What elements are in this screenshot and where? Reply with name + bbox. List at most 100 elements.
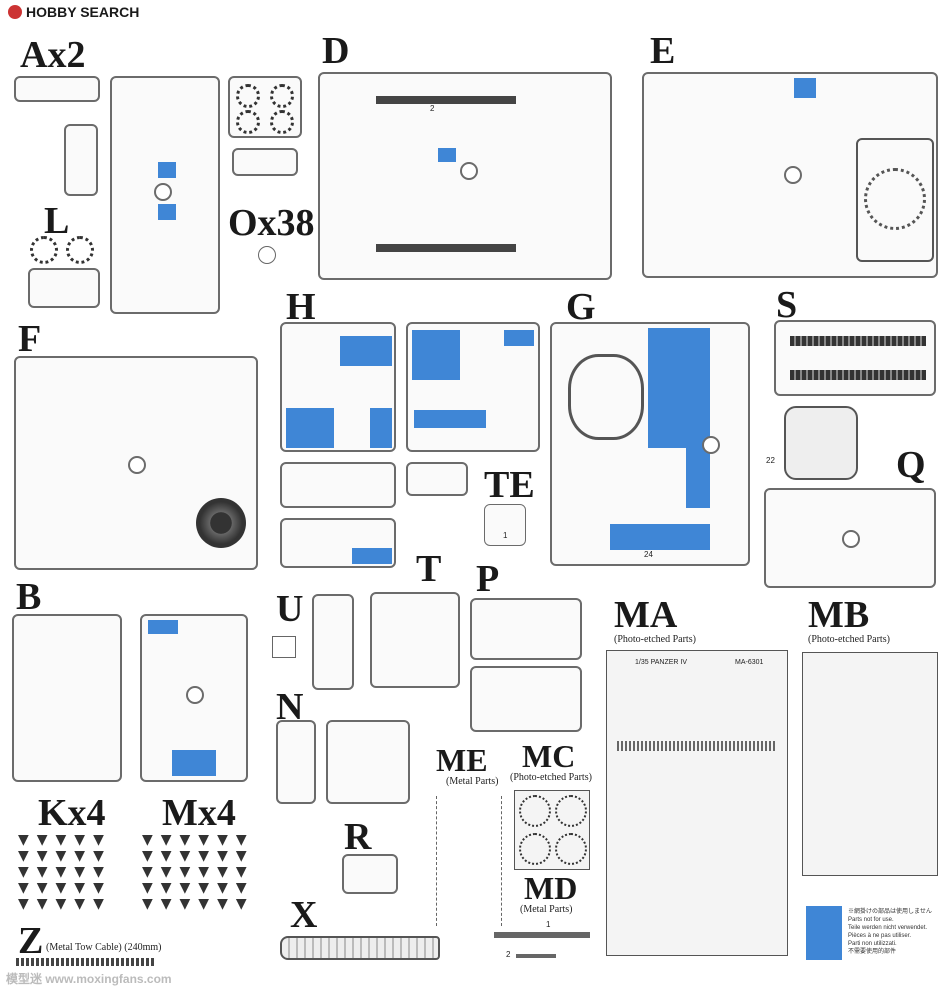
highlight-part bbox=[504, 330, 534, 346]
label-ma: MA bbox=[614, 594, 678, 636]
sprue-d: 2 bbox=[318, 72, 612, 280]
sprue-l bbox=[28, 268, 100, 308]
sprue-hub bbox=[702, 436, 720, 454]
sprue-u bbox=[312, 594, 354, 690]
photo-etch-mc bbox=[514, 790, 590, 870]
label-ox38: Ox38 bbox=[228, 202, 315, 244]
legend-text: ※網掛けの部品は使用しません Parts not for use. Teile … bbox=[848, 908, 932, 956]
legend-line: Pièces à ne pas utiliser. bbox=[848, 933, 912, 939]
sprue-h-bottom bbox=[280, 518, 396, 568]
highlight-part bbox=[172, 750, 216, 776]
road-wheel-part bbox=[66, 236, 94, 264]
wheel-part bbox=[236, 84, 260, 108]
sprue-h-small bbox=[406, 462, 468, 496]
metal-barrel-part bbox=[494, 932, 590, 938]
highlight-part bbox=[686, 448, 710, 508]
label-u: U bbox=[276, 588, 304, 630]
sprue-h-mid bbox=[280, 462, 396, 508]
highlight-part bbox=[352, 548, 392, 564]
legend-line: ※網掛けの部品は使用しません bbox=[848, 909, 932, 915]
sprue-n-left bbox=[276, 720, 316, 804]
highlight-part bbox=[610, 524, 710, 550]
highlight-part bbox=[158, 204, 176, 220]
sprue-ax2-bottom bbox=[232, 148, 298, 176]
legend-line: Parti non utilizzati. bbox=[848, 941, 897, 947]
fret-title: 1/35 PANZER IV bbox=[635, 659, 688, 666]
photo-etch-mb bbox=[802, 652, 938, 876]
part-number: 24 bbox=[644, 550, 653, 559]
road-wheel-part bbox=[30, 236, 58, 264]
part-number: 22 bbox=[766, 456, 775, 465]
sprue-hub bbox=[460, 162, 478, 180]
label-mb: MB bbox=[808, 594, 870, 636]
highlight-part bbox=[370, 408, 392, 448]
label-t: T bbox=[416, 548, 442, 590]
sublabel-mb: (Photo-etched Parts) bbox=[808, 634, 890, 645]
small-part bbox=[272, 636, 296, 658]
etched-strip bbox=[617, 741, 777, 751]
ring-part bbox=[258, 246, 276, 264]
highlight-part bbox=[148, 620, 178, 634]
sprue-h-right bbox=[406, 322, 540, 452]
label-h: H bbox=[286, 286, 316, 328]
highlight-part bbox=[414, 410, 486, 428]
sprue-ax2-small bbox=[64, 124, 98, 196]
label-ax2: Ax2 bbox=[20, 34, 86, 76]
wheel-part bbox=[270, 110, 294, 134]
sprue-h-left bbox=[280, 322, 396, 452]
label-md: MD bbox=[524, 870, 578, 906]
sprue-g: 24 bbox=[550, 322, 750, 566]
logo-mark bbox=[8, 5, 22, 19]
wheel-part bbox=[236, 110, 260, 134]
part-number: 1 bbox=[503, 531, 508, 540]
label-d: D bbox=[322, 30, 350, 72]
label-r: R bbox=[344, 816, 372, 858]
sublabel-me: (Metal Parts) bbox=[446, 776, 499, 787]
drum-part bbox=[196, 498, 246, 548]
fan-grille bbox=[519, 833, 551, 865]
highlight-part bbox=[158, 162, 176, 178]
legend-line: 不需要使用的部件 bbox=[848, 949, 897, 955]
label-p: P bbox=[476, 558, 500, 600]
sprue-b-right bbox=[140, 614, 248, 782]
sprue-hub bbox=[128, 456, 146, 474]
label-kx4: Kx4 bbox=[38, 792, 106, 834]
sprue-r bbox=[342, 854, 398, 894]
fan-grille bbox=[555, 795, 587, 827]
label-x: X bbox=[290, 894, 318, 936]
fan-grille bbox=[519, 795, 551, 827]
label-n: N bbox=[276, 686, 304, 728]
sprue-ax2-strip bbox=[14, 76, 100, 102]
turret-ring bbox=[864, 168, 926, 230]
sprue-hub bbox=[186, 686, 204, 704]
highlight-part bbox=[340, 336, 392, 366]
sprue-ax2-main bbox=[110, 76, 220, 314]
sprue-b-left bbox=[12, 614, 122, 782]
label-me: ME bbox=[436, 742, 488, 778]
brand-text: HOBBY SEARCH bbox=[26, 4, 140, 20]
fret-code: MA-6301 bbox=[735, 659, 764, 666]
label-q: Q bbox=[896, 444, 926, 486]
part-number: 1 bbox=[546, 920, 551, 929]
sprue-te: 1 bbox=[484, 504, 526, 546]
label-b: B bbox=[16, 576, 42, 618]
label-f: F bbox=[18, 318, 42, 360]
sprue-s bbox=[774, 320, 936, 396]
label-te: TE bbox=[484, 464, 535, 506]
photo-etch-ma: 1/35 PANZER IV MA-6301 bbox=[606, 650, 788, 956]
highlight-part bbox=[794, 78, 816, 98]
label-mc: MC bbox=[522, 738, 576, 774]
label-z: Z bbox=[18, 920, 44, 962]
barrel-part bbox=[790, 336, 926, 346]
sublabel-ma: (Photo-etched Parts) bbox=[614, 634, 696, 645]
mantlet-part bbox=[784, 406, 858, 480]
track-part bbox=[376, 244, 516, 252]
track-links-k: ▼▼▼▼▼▼▼▼▼▼▼▼▼▼▼▼▼▼▼▼▼▼▼▼▼ bbox=[18, 832, 112, 912]
sprue-t bbox=[370, 592, 460, 688]
label-s: S bbox=[776, 284, 798, 326]
legend-swatch bbox=[806, 906, 842, 960]
sprue-p-bottom bbox=[470, 666, 582, 732]
highlight-part bbox=[286, 408, 334, 448]
label-e: E bbox=[650, 30, 676, 72]
sprue-n-right bbox=[326, 720, 410, 804]
